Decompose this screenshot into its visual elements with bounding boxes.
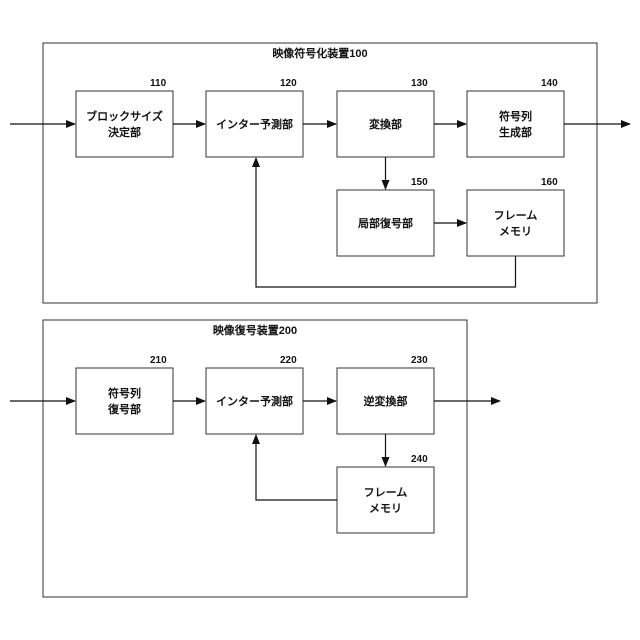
encoder-frame	[43, 43, 597, 303]
codestream-generation-block: 140 符号列 生成部	[467, 78, 564, 157]
block-label-line2: メモリ	[499, 225, 532, 238]
frame-memory-block: 160 フレーム メモリ	[467, 177, 564, 256]
block-label-line1: フレーム	[494, 209, 538, 222]
block-number: 130	[411, 78, 428, 89]
block-number: 140	[541, 78, 558, 89]
block-label-line1: ブロックサイズ	[86, 109, 163, 123]
block-label-line1: インター予測部	[216, 394, 293, 408]
inter-prediction-block: 120 インター予測部	[206, 78, 303, 157]
inverse-transform-block: 230 逆変換部	[337, 355, 434, 434]
decoder-frame	[43, 320, 467, 597]
encoder-device: 映像符号化装置100 110 ブロックサイズ 決定部 120 インター予測部 1…	[10, 43, 630, 303]
block-label-line1: フレーム	[364, 486, 408, 499]
block-label-line1: 局部復号部	[357, 216, 413, 230]
block-label-line1: 変換部	[369, 117, 402, 131]
block-label-line1: 逆変換部	[364, 394, 408, 408]
decoder-device: 映像復号装置200 210 符号列 復号部 220 インター予測部 230 逆変…	[10, 320, 500, 597]
encoder-title: 映像符号化装置100	[272, 46, 367, 60]
block-number: 160	[541, 177, 558, 188]
block-label-line1: インター予測部	[216, 117, 293, 131]
block-number: 110	[150, 78, 167, 89]
inter-prediction-block: 220 インター予測部	[206, 355, 303, 434]
transform-block: 130 変換部	[337, 78, 434, 157]
block-number: 120	[280, 78, 297, 89]
block-number: 240	[411, 454, 428, 465]
block-label-line2: 復号部	[107, 402, 141, 416]
arrow-240-to-220	[256, 435, 337, 500]
block-label-line1: 符号列	[108, 386, 141, 400]
block-number: 230	[411, 355, 428, 366]
block-label-line2: 生成部	[499, 125, 532, 139]
block-label-line1: 符号列	[499, 109, 532, 123]
block-label-line2: メモリ	[369, 502, 402, 515]
decoder-title: 映像復号装置200	[213, 323, 297, 337]
block-number: 220	[280, 355, 297, 366]
block-number: 210	[150, 355, 167, 366]
block-label-line2: 決定部	[108, 125, 141, 139]
block-size-decision-block: 110 ブロックサイズ 決定部	[76, 78, 173, 157]
codestream-decoding-block: 210 符号列 復号部	[76, 355, 173, 434]
block-number: 150	[411, 177, 428, 188]
